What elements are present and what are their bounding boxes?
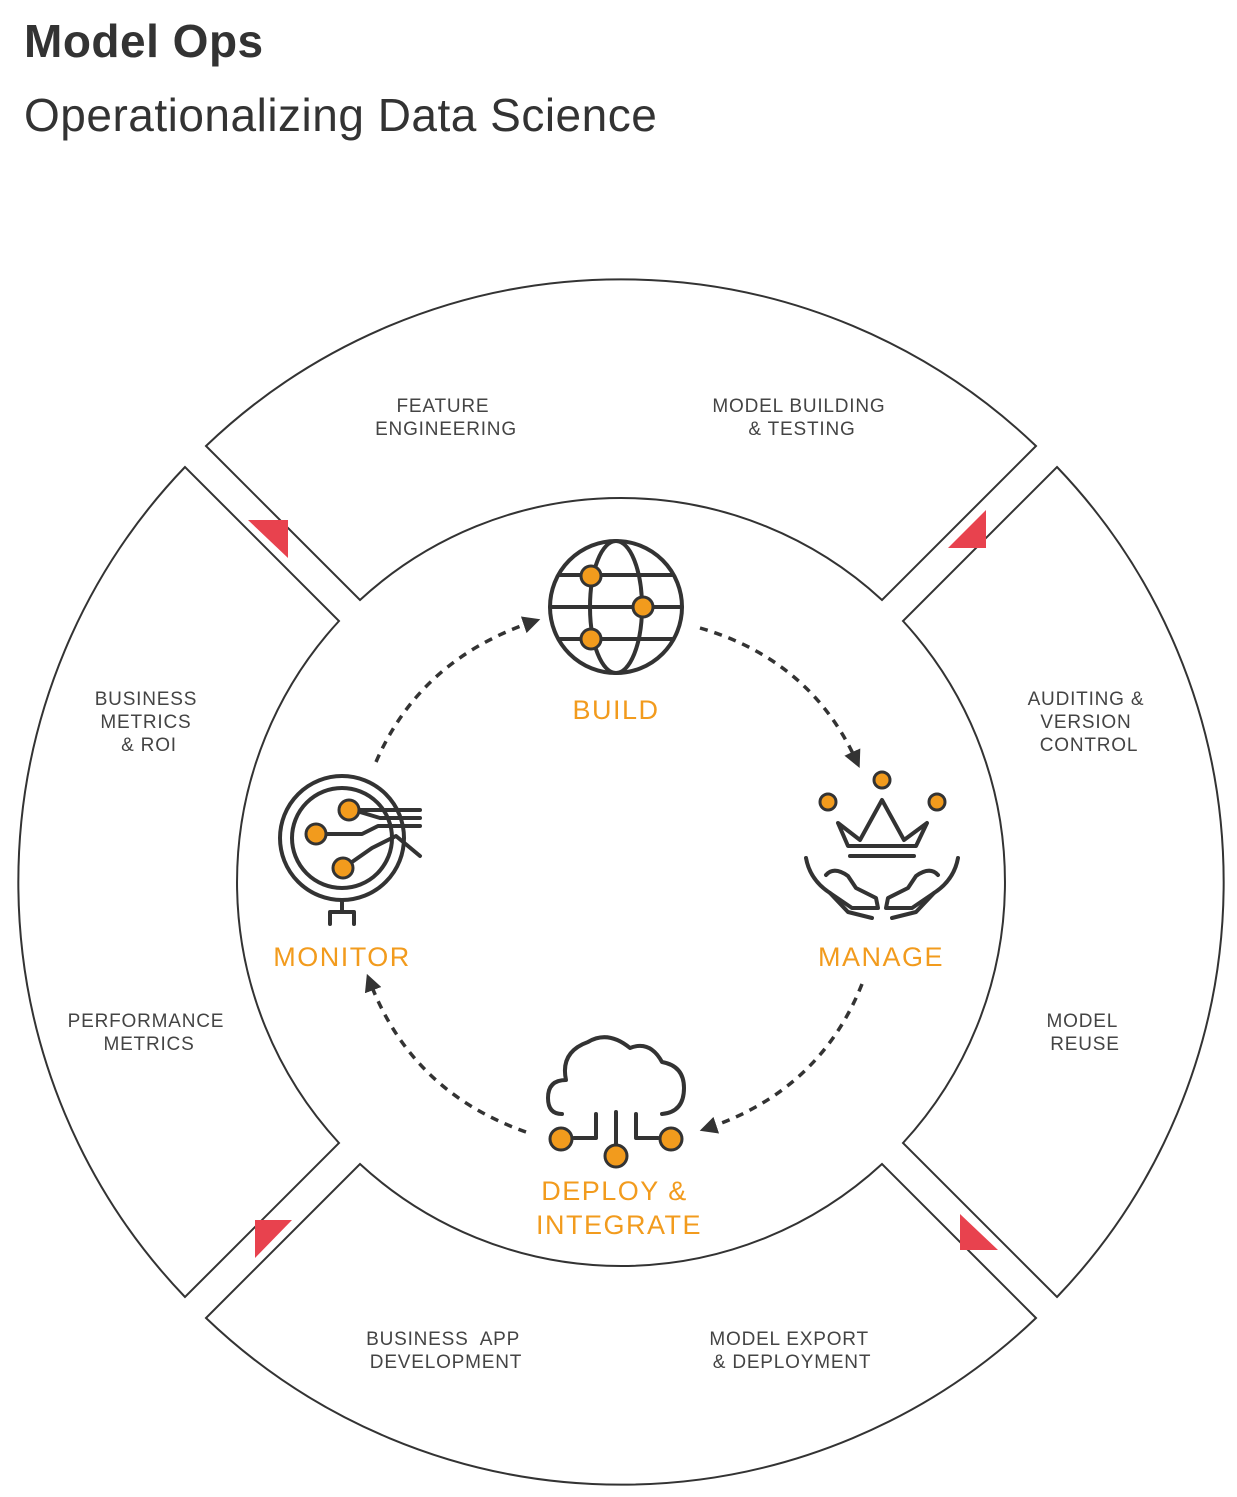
stage-label-monitor: MONITOR [273,942,411,972]
page-subtitle: Operationalizing Data Science [24,89,658,141]
stage-label-manage: MANAGE [818,942,944,972]
dashed-arrow-manage-to-deploy [699,983,864,1134]
red-arrow-top-right [948,510,986,548]
outer-segment-right [901,465,1225,1299]
label-auditing-version-control: AUDITING & VERSION CONTROL [1028,689,1151,756]
page-title: Model Ops [24,15,264,67]
label-model-building-testing: MODEL BUILDING & TESTING [712,396,891,440]
red-arrow-top-left [248,520,288,558]
outer-segment-left [17,465,341,1299]
label-model-reuse: MODEL REUSE [1047,1011,1124,1055]
red-arrow-bottom-right [960,1214,998,1250]
red-arrow-bottom-left [255,1220,292,1258]
dashed-arrow-build-to-manage [699,626,861,768]
stage-label-deploy-integrate: DEPLOY & INTEGRATE [536,1176,702,1240]
label-model-export-deployment: MODEL EXPORT & DEPLOYMENT [709,1329,874,1373]
dashed-arrow-deploy-to-monitor [364,973,527,1134]
label-feature-engineering: FEATURE ENGINEERING [375,396,517,440]
label-business-metrics-roi: BUSINESS METRICS & ROI [95,689,204,756]
crown-hands-icon [804,770,960,920]
magnifier-circuit-icon [278,774,422,926]
label-performance-metrics: PERFORMANCE METRICS [68,1011,231,1055]
cloud-network-icon [546,1035,686,1169]
globe-network-icon [548,539,684,675]
dashed-arrow-monitor-to-build [374,616,541,763]
label-business-app-development: BUSINESS APP DEVELOPMENT [366,1329,526,1373]
outer-segment-bottom [204,1162,1038,1486]
outer-segment-top [204,278,1038,602]
stage-label-build: BUILD [572,695,659,725]
